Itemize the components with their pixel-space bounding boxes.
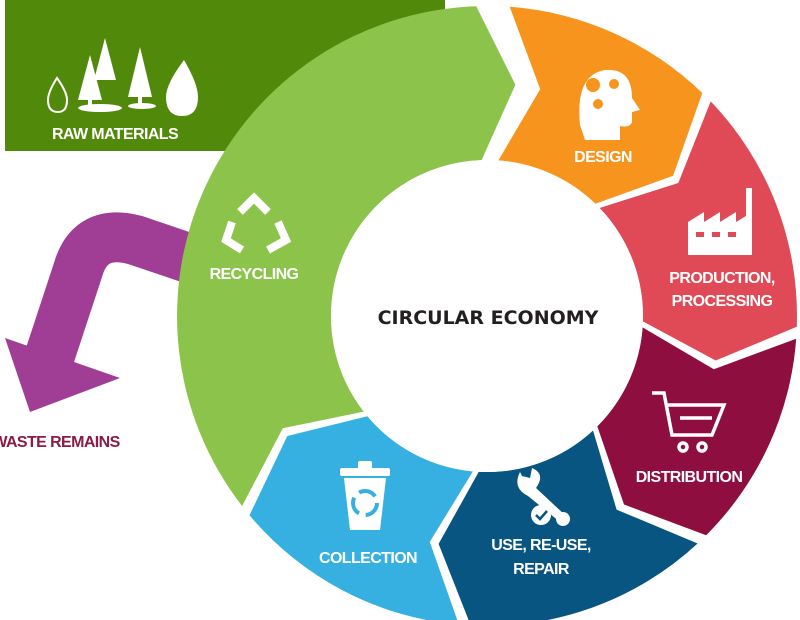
use-label-line1: USE, RE-USE, bbox=[491, 537, 591, 554]
use-segment bbox=[438, 430, 698, 620]
distribution-label: DISTRIBUTION bbox=[636, 469, 743, 486]
recycle-icon bbox=[221, 192, 292, 254]
factory-icon bbox=[688, 188, 752, 255]
cart-icon bbox=[652, 391, 727, 453]
waste-remains-label: WASTE REMAINS bbox=[0, 434, 121, 451]
use-label-line2: REPAIR bbox=[513, 561, 570, 578]
trees-water-icon bbox=[46, 38, 198, 116]
head-gears-icon bbox=[579, 69, 640, 140]
production-label-line1: PRODUCTION, bbox=[669, 270, 775, 287]
recycling-segment bbox=[177, 6, 516, 506]
design-label: DESIGN bbox=[574, 149, 632, 166]
waste-pipe bbox=[26, 212, 209, 363]
center-circle bbox=[331, 160, 643, 472]
production-label-line2: PROCESSING bbox=[672, 293, 773, 310]
recycling-label: RECYCLING bbox=[210, 266, 299, 283]
recycle-bin-icon bbox=[340, 461, 390, 530]
diagram-title: CIRCULAR ECONOMY bbox=[378, 307, 599, 329]
raw-materials-label: RAW MATERIALS bbox=[52, 126, 179, 143]
collection-label: COLLECTION bbox=[319, 550, 417, 567]
wrench-check-icon bbox=[517, 468, 570, 526]
waste-arrowhead bbox=[5, 338, 120, 412]
distribution-segment bbox=[597, 327, 797, 536]
